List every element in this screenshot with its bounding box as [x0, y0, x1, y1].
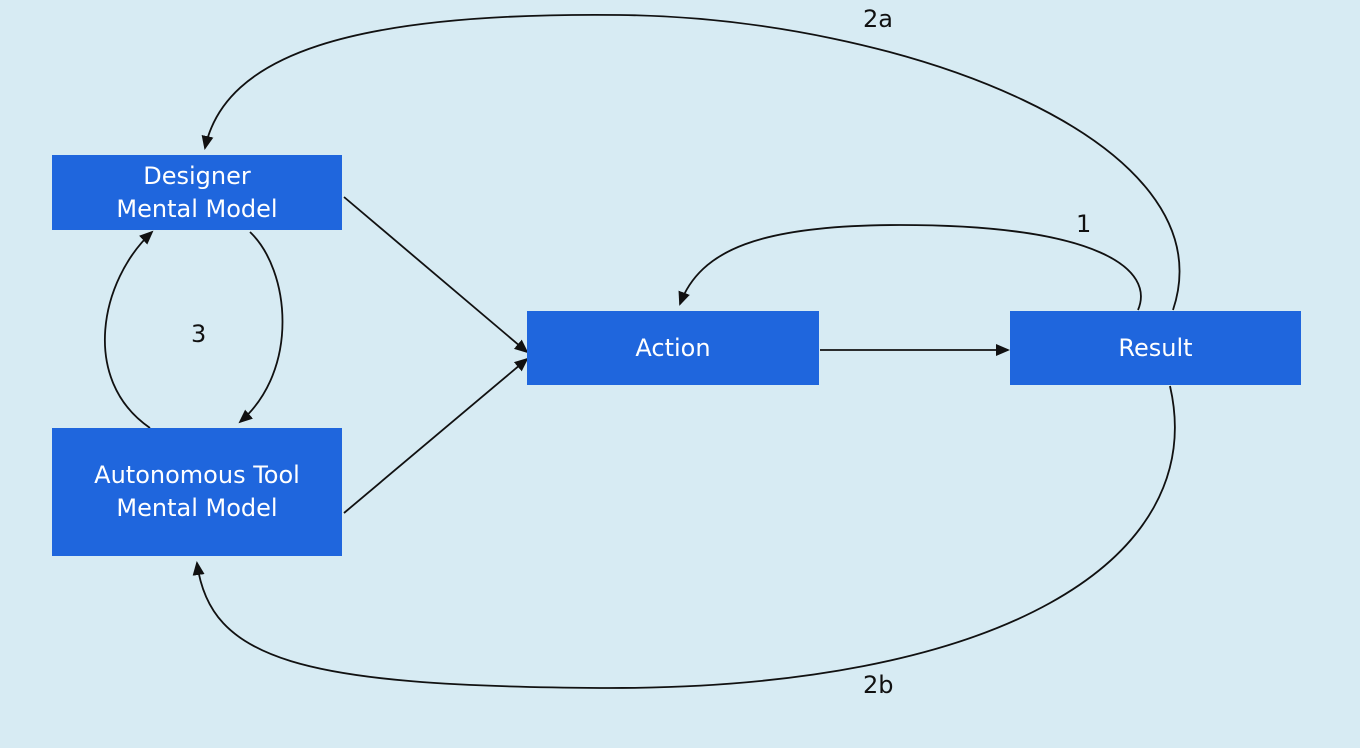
loop-2a-result-to-designer — [201, 13, 1181, 311]
loop-label-2b: 2b — [863, 671, 894, 699]
autonomous-box-line2: Mental Model — [116, 494, 278, 522]
loop-3-autonomous-to-designer — [104, 230, 154, 429]
autonomous-tool-mental-model-box: Autonomous Tool Mental Model — [52, 428, 342, 556]
loop-3-designer-to-autonomous — [238, 231, 284, 424]
arrow-autonomous-to-action — [343, 357, 529, 514]
loop-label-1: 1 — [1076, 210, 1092, 238]
loop-2b-result-to-autonomous — [192, 385, 1176, 689]
loop-1-result-to-action — [678, 224, 1142, 311]
autonomous-box-line1: Autonomous Tool — [94, 461, 300, 489]
loop-label-3: 3 — [191, 320, 207, 348]
action-box-label: Action — [635, 333, 711, 362]
loop-label-2a: 2a — [863, 5, 893, 33]
designer-box-line1: Designer — [143, 161, 251, 190]
designer-mental-model-box: Designer Mental Model — [52, 155, 342, 230]
action-box: Action — [527, 311, 819, 385]
result-box-label: Result — [1118, 333, 1193, 362]
result-box: Result — [1010, 311, 1301, 385]
designer-box-line2: Mental Model — [116, 194, 278, 223]
arrow-designer-to-action — [343, 196, 529, 354]
